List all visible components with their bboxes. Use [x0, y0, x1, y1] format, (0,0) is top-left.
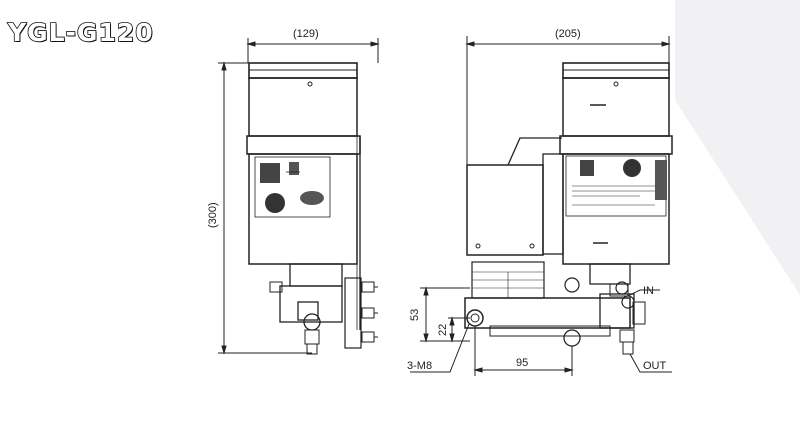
side-warning-icon-3: [655, 160, 667, 200]
side-pump-boss: [564, 277, 580, 293]
side-warning-icon-2: [623, 159, 641, 177]
mount-holes-leader: [410, 323, 470, 373]
front-instruction-label: [254, 156, 331, 218]
height-22-label: 22: [437, 324, 449, 336]
side-decor-shape: [675, 0, 800, 426]
front-mount-plate: [344, 277, 362, 349]
side-motor-screw-2: [529, 243, 535, 249]
side-decor-panel: [675, 0, 800, 426]
front-outlet-tip: [306, 343, 318, 355]
side-mount-rail: [489, 325, 611, 337]
front-outlet-fitting: [297, 301, 319, 321]
front-view: (129) (300): [207, 28, 380, 355]
front-lid-screw: [307, 81, 313, 87]
height-53-dimension: [420, 286, 470, 343]
front-height-dimension: [218, 61, 312, 355]
side-inlet-block: [599, 293, 635, 329]
side-motor-flange: [542, 153, 564, 255]
outlet-leader: [629, 353, 672, 373]
side-mount-bar: [464, 297, 631, 329]
front-label-icon-2: [289, 162, 299, 175]
inlet-label: IN: [643, 285, 654, 297]
width-95-dimension: [473, 326, 574, 376]
front-label-icon-3: [265, 193, 285, 213]
front-reservoir-body: [248, 77, 358, 137]
side-view: (205): [407, 28, 673, 376]
side-inlet-pipe: [632, 301, 646, 325]
front-label-icon-4: [300, 191, 324, 205]
front-bolt-3: [361, 331, 375, 343]
front-pump-base: [289, 263, 343, 287]
side-inlet-fitting: [609, 283, 629, 297]
side-mount-hole-1-inner: [470, 313, 480, 323]
front-width-label: (129): [293, 28, 319, 40]
side-lower-body: [562, 153, 670, 265]
model-title: YGL-G120: [7, 17, 154, 48]
front-width-dimension: [246, 38, 380, 63]
side-outlet-tip: [622, 341, 634, 355]
front-bracket: [246, 135, 361, 155]
side-pump-base: [589, 263, 631, 285]
front-bolt-2: [361, 307, 375, 319]
height-22-dimension: [448, 316, 470, 343]
mount-holes-label: 3-M8: [407, 360, 432, 372]
width-95-label: 95: [516, 357, 528, 369]
front-outlet-connector: [304, 329, 320, 345]
height-53-label: 53: [409, 309, 421, 321]
front-manifold: [279, 285, 343, 323]
side-motor-box: [466, 164, 544, 256]
side-mount-hole-2: [563, 329, 581, 347]
inlet-leader: [627, 289, 660, 297]
side-motor-screw-1: [475, 243, 481, 249]
front-fitting-left: [269, 281, 283, 293]
side-lid-screw: [613, 81, 619, 87]
front-bolt-1: [361, 281, 375, 293]
side-outlet-fitting: [619, 329, 635, 343]
side-width-dimension: [465, 36, 671, 165]
side-bracket: [559, 135, 673, 155]
front-height-label: (300): [207, 202, 219, 228]
side-warning-icon-1: [580, 160, 594, 176]
side-reservoir-body: [562, 77, 670, 137]
front-label-icon-1: [260, 163, 280, 183]
side-width-label: (205): [555, 28, 581, 40]
outlet-label: OUT: [643, 360, 667, 372]
side-cable: [507, 137, 562, 166]
